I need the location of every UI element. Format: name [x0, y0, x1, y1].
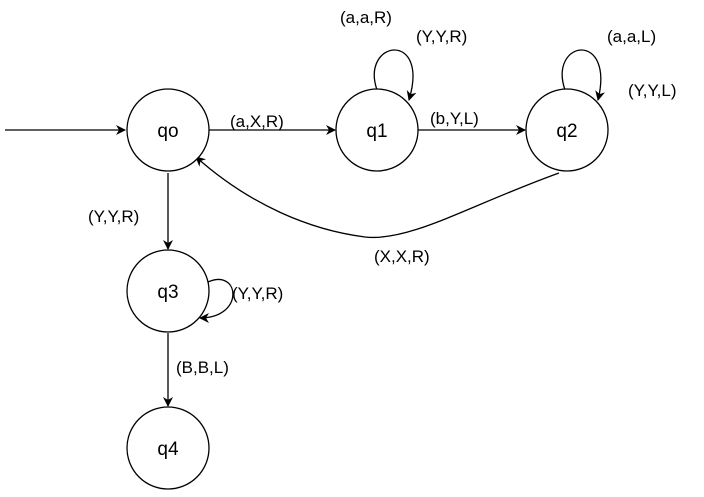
- label-q1-q2: (b,Y,L): [430, 109, 479, 128]
- state-q4: q4: [126, 406, 210, 490]
- edge-q2-loop: [561, 49, 605, 101]
- label-q1-loop-right: (Y,Y,R): [416, 27, 467, 46]
- label-q1-loop-top: (a,a,R): [340, 8, 392, 27]
- label-q3-q4: (B,B,L): [176, 358, 229, 377]
- edge-q2-q0: [195, 156, 560, 239]
- label-q2-loop-top: (a,a,L): [607, 27, 656, 46]
- state-q4-label: q4: [157, 439, 179, 460]
- label-q0-q3: (Y,Y,R): [88, 207, 139, 226]
- state-q2-label: q2: [556, 121, 577, 142]
- label-q0-q1: (a,X,R): [230, 112, 284, 131]
- label-q3-loop: (Y,Y,R): [232, 284, 283, 303]
- state-q0: qo: [126, 88, 210, 172]
- state-q3: q3: [126, 249, 210, 333]
- label-q2-loop-right: (Y,Y,L): [628, 81, 677, 100]
- state-q0-label: qo: [157, 121, 178, 142]
- edge-q1-loop: [373, 49, 417, 101]
- edge-q3-loop: [199, 279, 234, 323]
- label-q2-q0: (X,X,R): [374, 247, 430, 266]
- state-q1-label: q1: [366, 121, 387, 142]
- state-q1: q1: [335, 88, 419, 172]
- state-q2: q2: [525, 88, 609, 172]
- state-q3-label: q3: [157, 282, 178, 303]
